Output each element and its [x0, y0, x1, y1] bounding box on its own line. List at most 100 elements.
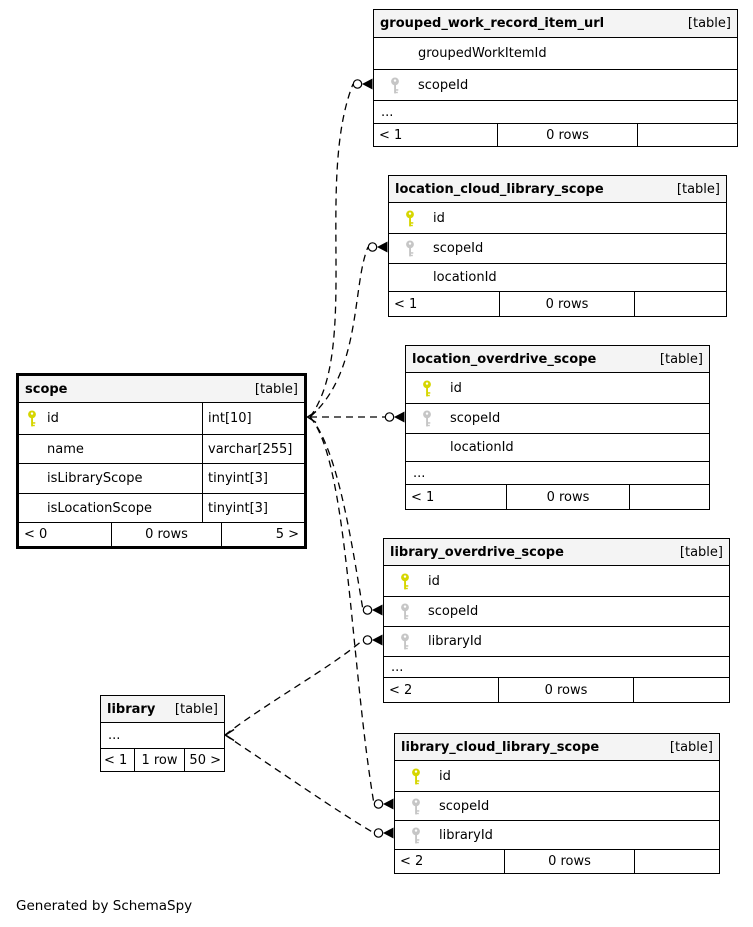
column-type: int[10]: [202, 403, 304, 434]
column-row-libraryId: libraryId: [395, 820, 719, 849]
table-header[interactable]: library_overdrive_scope [table]: [384, 539, 729, 566]
primary-key-icon: [397, 210, 433, 227]
table-header[interactable]: grouped_work_record_item_url [table]: [374, 10, 737, 38]
column-row-scopeId: scopeId: [395, 791, 719, 820]
primary-key-icon: [392, 573, 428, 590]
stat-children: [629, 485, 709, 509]
primary-key-icon: [25, 410, 47, 427]
column-type: tinyint[3]: [202, 464, 304, 493]
column-row-scopeId: scopeId: [389, 233, 726, 263]
table-stats: < 2 0 rows: [395, 849, 719, 873]
zero-circle-locover-scopeId: [384, 412, 395, 422]
table-stats: < 1 0 rows: [406, 484, 709, 509]
stat-children: [637, 124, 737, 146]
edge-scope-to-grouped-work-record-item-url: [309, 83, 354, 418]
table-name: scope: [25, 381, 68, 397]
stat-parents: < 2: [389, 682, 413, 698]
crowfoot-libcloud-libraryId: [383, 827, 394, 839]
zero-circle-loccloud-scopeId: [367, 242, 378, 252]
column-row-id: id: [389, 203, 726, 233]
stat-parents: < 0: [24, 527, 48, 542]
foreign-key-icon: [392, 603, 428, 620]
column-row-locationId: locationId: [389, 263, 726, 291]
table-library_cloud_library_scope: library_cloud_library_scope [table] id s…: [394, 733, 720, 874]
stat-rows: 0 rows: [497, 124, 637, 146]
crowfoot-libover-libraryId: [372, 634, 383, 646]
zero-circle-libcloud-scopeId: [373, 799, 384, 809]
stat-children: 50 >: [184, 749, 224, 771]
table-scope: scope [table] id int[10] name varchar[25…: [16, 373, 307, 549]
foreign-key-icon: [403, 827, 439, 844]
ellipsis-row: ...: [406, 461, 709, 484]
table-name: library_cloud_library_scope: [401, 739, 600, 755]
ellipsis-row: ...: [384, 656, 729, 677]
table-stats: < 1 1 row 50 >: [101, 748, 224, 771]
table-name: location_overdrive_scope: [412, 351, 597, 367]
stat-parents: < 1: [411, 489, 435, 505]
stat-rows: 0 rows: [499, 292, 634, 316]
crowfoot-grouped-scopeId: [362, 78, 373, 90]
table-stats: < 1 0 rows: [389, 291, 726, 316]
table-name: library_overdrive_scope: [390, 544, 564, 560]
stat-rows: 0 rows: [504, 850, 634, 873]
table-tag: [table]: [659, 351, 703, 367]
table-tag: [table]: [679, 544, 723, 560]
stat-rows: 1 row: [134, 749, 184, 771]
column-row-locationId: locationId: [406, 433, 709, 461]
stat-parents: < 2: [400, 854, 424, 869]
stat-children: [633, 678, 729, 702]
parent-arrow-library: [224, 728, 235, 742]
table-tag: [table]: [687, 16, 731, 31]
column-row-id: id: [384, 566, 729, 596]
foreign-key-icon: [414, 410, 450, 427]
generated-by-note: Generated by SchemaSpy: [16, 898, 193, 914]
crowfoot-libover-scopeId: [372, 604, 383, 616]
table-header[interactable]: scope [table]: [19, 376, 304, 403]
table-location_overdrive_scope: location_overdrive_scope [table] id scop…: [405, 345, 710, 510]
table-name: library: [107, 701, 156, 717]
foreign-key-icon: [382, 77, 418, 94]
table-header[interactable]: location_cloud_library_scope [table]: [389, 176, 726, 203]
table-header[interactable]: library_cloud_library_scope [table]: [395, 734, 719, 761]
primary-key-icon: [403, 768, 439, 785]
table-library_overdrive_scope: library_overdrive_scope [table] id scope…: [383, 538, 730, 703]
edge-library-to-library-overdrive-scope: [224, 639, 364, 736]
column-row-isLibraryScope: isLibraryScope tinyint[3]: [19, 463, 304, 493]
table-header[interactable]: location_overdrive_scope [table]: [406, 346, 709, 373]
edge-scope-to-library-cloud-library-scope: [309, 416, 375, 805]
column-row-scopeId: scopeId: [374, 69, 737, 100]
column-row-libraryId: libraryId: [384, 626, 729, 656]
stat-parents: < 1: [104, 752, 128, 768]
zero-circle-libcloud-libraryId: [373, 828, 384, 838]
column-row-isLocationScope: isLocationScope tinyint[3]: [19, 493, 304, 522]
foreign-key-icon: [392, 633, 428, 650]
zero-circle-libover-libraryId: [362, 635, 373, 645]
table-tag: [table]: [254, 381, 298, 397]
zero-circle-grouped-scopeId: [352, 79, 363, 89]
edge-library-to-library-cloud-library-scope: [224, 734, 375, 834]
stat-rows: 0 rows: [506, 485, 629, 509]
table-stats: < 2 0 rows: [384, 677, 729, 702]
table-tag: [table]: [174, 701, 218, 717]
ellipsis-row: ...: [374, 100, 737, 123]
column-row-name: name varchar[255]: [19, 434, 304, 463]
column-row-id: id: [395, 761, 719, 791]
column-type: varchar[255]: [202, 435, 304, 463]
foreign-key-icon: [403, 798, 439, 815]
stat-children: 5 >: [221, 523, 304, 546]
table-header[interactable]: library [table]: [101, 696, 224, 723]
table-name: location_cloud_library_scope: [395, 181, 604, 197]
ellipsis-row: ...: [108, 728, 121, 743]
column-row-scopeId: scopeId: [406, 403, 709, 433]
edge-scope-to-library-overdrive-scope: [309, 416, 364, 611]
primary-key-icon: [414, 380, 450, 397]
crowfoot-loccloud-scopeId: [377, 241, 388, 253]
stat-rows: 0 rows: [498, 678, 633, 702]
table-library: library [table] ... < 1 1 row 50 >: [100, 695, 225, 772]
stat-children: [634, 850, 719, 873]
table-grouped_work_record_item_url: grouped_work_record_item_url [table] gro…: [373, 9, 738, 147]
column-row-scopeId: scopeId: [384, 596, 729, 626]
column-row-id: id int[10]: [19, 403, 304, 434]
table-stats: < 0 0 rows 5 >: [19, 522, 304, 546]
